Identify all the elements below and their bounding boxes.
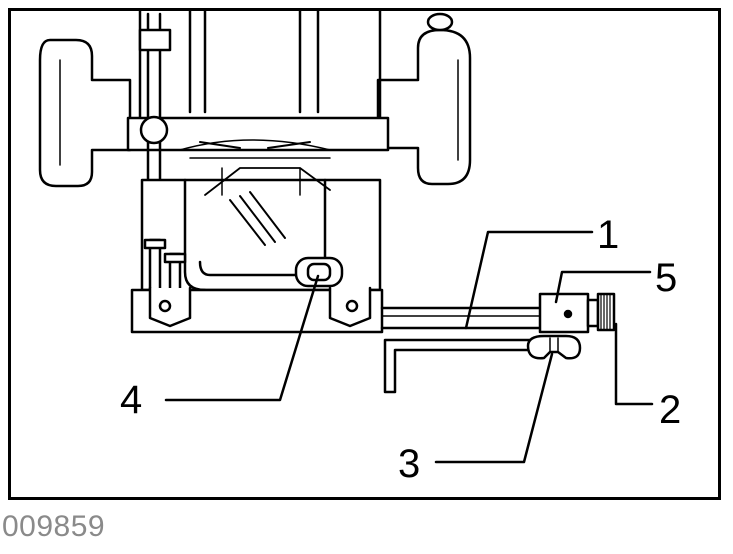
callout-1: 1 (597, 213, 620, 257)
leader-lines (164, 230, 654, 464)
guide-holder (538, 292, 590, 334)
leader-4 (164, 274, 320, 402)
base-plate (130, 286, 384, 334)
motor-housing (126, 8, 390, 159)
straight-guide (380, 306, 542, 394)
right-handle (376, 12, 472, 186)
wing-bolt (526, 334, 582, 360)
depth-rod (138, 12, 172, 192)
leader-3 (434, 352, 554, 464)
left-handle (38, 38, 132, 188)
leader-1 (464, 230, 594, 330)
callout-5: 5 (655, 256, 678, 300)
leader-2 (614, 322, 654, 406)
figure-id: 009859 (2, 510, 106, 543)
callout-4: 4 (120, 378, 143, 422)
callout-2: 2 (659, 388, 682, 432)
leader-5 (554, 270, 652, 304)
callout-3: 3 (398, 442, 421, 486)
fine-adjust-screw (586, 292, 616, 332)
guide-hole (294, 256, 344, 288)
